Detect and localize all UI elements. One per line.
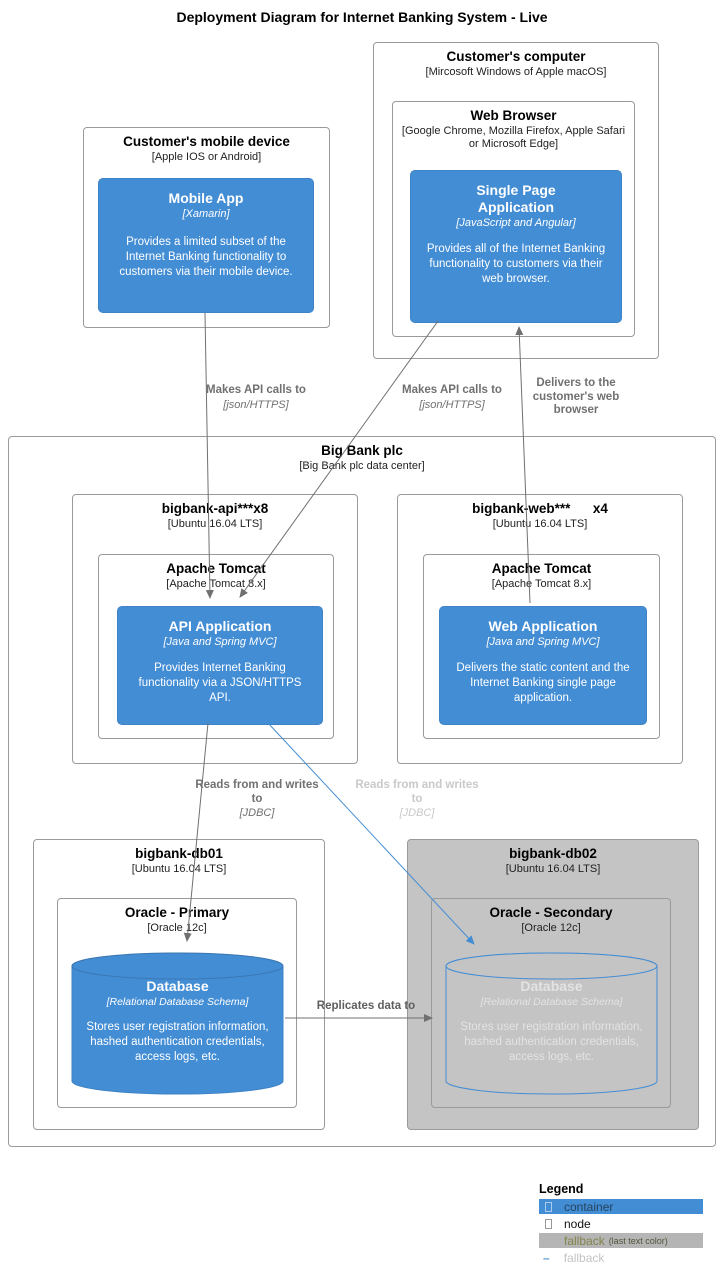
node-subtitle: [Big Bank plc data center] [299,459,425,472]
relationship-technology: [json/HTTPS] [223,398,289,411]
node-subtitle: [Oracle 12c] [147,921,207,934]
node-instance-count: x4 [592,501,608,516]
dash-line-icon: – [543,1250,550,1265]
node-title: Apache Tomcat [491,561,592,576]
node-subtitle: [Ubuntu 16.04 LTS] [167,517,263,530]
node-title: bigbank-db01 [135,846,223,861]
box-glyph-icon [545,1201,552,1212]
node-title: Oracle - Primary [124,905,230,920]
relationship-label-web-to-spa: Delivers to the customer's web browser [517,377,635,418]
container-description: Stores user registration information, ha… [86,1020,269,1063]
container-technology: [JavaScript and Angular] [456,216,576,229]
node-bigbank-web: bigbank-web*** x4 [Ubuntu 16.04 LTS] Apa… [397,494,683,764]
relationship-text: Makes API calls to [206,384,306,396]
container-description: Provides all of the Internet Banking fun… [426,242,606,286]
legend-item-node: node [539,1216,703,1231]
relationship-text: Reads from and writes to [355,779,479,805]
container-web-application: Web Application [Java and Spring MVC] De… [439,606,647,725]
node-bigbank-db01: bigbank-db01 [Ubuntu 16.04 LTS] Oracle -… [33,839,325,1130]
container-description: Provides Internet Banking functionality … [138,661,302,705]
relationship-technology: [json/HTTPS] [419,398,485,411]
relationship-text: Delivers to the customer's web browser [532,377,620,417]
container-title: Web Application [488,618,598,634]
node-customers-computer: Customer's computer [Mircosoft Windows o… [373,42,659,359]
container-technology: [Java and Spring MVC] [163,635,277,648]
container-description: Provides a limited subset of the Interne… [119,235,293,279]
container-technology: [Xamarin] [182,207,230,220]
node-title: bigbank-db02 [509,846,597,861]
container-single-page-application: Single Page Application [JavaScript and … [410,170,622,323]
box-glyph-icon [545,1218,552,1229]
relationship-technology: [JDBC] [399,807,435,820]
node-customers-mobile-device: Customer's mobile device [Apple IOS or A… [83,127,330,328]
node-title: bigbank-api***x8 [161,501,269,516]
container-title: Database [146,978,209,994]
relationship-text: Makes API calls to [402,384,502,396]
node-subtitle: [Mircosoft Windows of Apple macOS] [425,65,607,78]
node-subtitle: [Google Chrome, Mozilla Firefox, Apple S… [401,124,626,151]
container-api-application: API Application [Java and Spring MVC] Pr… [117,606,323,725]
node-subtitle: [Apache Tomcat 8.x] [166,577,266,590]
container-mobile-app: Mobile App [Xamarin] Provides a limited … [98,178,314,313]
node-apache-tomcat-api: Apache Tomcat [Apache Tomcat 8.x] API Ap… [98,554,334,739]
node-bigbank-api: bigbank-api***x8 [Ubuntu 16.04 LTS] Apac… [72,494,358,764]
relationship-text: Replicates data to [316,1000,416,1012]
legend-item-container: container [539,1199,703,1214]
node-title: Web Browser [470,108,557,123]
cylinder-shape-icon [71,952,284,1095]
relationship-technology: [JDBC] [239,807,275,820]
database-text: Database [Relational Database Schema] St… [445,952,658,1065]
node-subtitle: [Ubuntu 16.04 LTS] [131,862,227,875]
node-title: Apache Tomcat [166,561,266,576]
node-subtitle: [Ubuntu 16.04 LTS] [505,862,601,875]
container-description: Stores user registration information, ha… [460,1020,643,1063]
node-subtitle: [Apache Tomcat 8.x] [491,577,592,590]
container-description: Delivers the static content and the Inte… [456,661,630,705]
legend-container-swatch [539,1199,703,1214]
node-subtitle: [Ubuntu 16.04 LTS] [492,517,588,530]
container-title: Database [520,978,583,994]
cylinder-shape-icon [445,952,658,1095]
container-title: Single Page Application [476,182,556,215]
legend-item-label: node [564,1216,591,1231]
legend-item-fallback-line: – fallback [539,1250,703,1265]
container-title: Mobile App [168,190,244,206]
node-apache-tomcat-web: Apache Tomcat [Apache Tomcat 8.x] Web Ap… [423,554,660,739]
node-title: Big Bank plc [321,443,403,458]
container-technology: [Relational Database Schema] [106,995,249,1008]
legend-item-fallback-bar: fallback (last text color) [539,1233,703,1248]
relationship-label-db1-to-db2: Replicates data to [300,1000,432,1014]
node-subtitle: [Apple IOS or Android] [151,150,262,163]
relationship-label-api-to-db2: Reads from and writes to [JDBC] [352,779,482,820]
node-title-text: bigbank-web*** [472,501,571,516]
relationship-text: Reads from and writes to [195,779,319,805]
node-title: Oracle - Secondary [489,905,613,920]
legend-title: Legend [539,1182,584,1196]
database-cylinder-secondary: Database [Relational Database Schema] St… [445,952,658,1095]
container-technology: [Relational Database Schema] [480,995,623,1008]
node-subtitle: [Oracle 12c] [521,921,581,934]
node-oracle-secondary: Oracle - Secondary [Oracle 12c] Database… [431,898,671,1108]
diagram-title: Deployment Diagram for Internet Banking … [176,9,548,25]
node-title: bigbank-web*** x4 [398,501,682,517]
node-title: Customer's mobile device [123,134,290,149]
database-text: Database [Relational Database Schema] St… [71,952,284,1065]
legend-item-label: fallback [563,1250,605,1265]
node-web-browser: Web Browser [Google Chrome, Mozilla Fire… [392,101,635,337]
legend-fallback-swatch [539,1233,703,1248]
legend: Legend container node fallback (last tex… [539,1182,703,1267]
node-bigbank-db02: bigbank-db02 [Ubuntu 16.04 LTS] Oracle -… [407,839,699,1130]
container-title: API Application [168,618,272,634]
node-oracle-primary: Oracle - Primary [Oracle 12c] Database [… [57,898,297,1108]
node-title: Customer's computer [446,49,586,64]
database-cylinder-primary: Database [Relational Database Schema] St… [71,952,284,1095]
legend-item-note: (last text color) [608,1235,668,1246]
relationship-label-api-to-db1: Reads from and writes to [JDBC] [192,779,322,820]
legend-item-label: fallback [564,1233,605,1248]
relationship-label-mobile-to-api: Makes API calls to [json/HTTPS] [186,384,326,412]
legend-item-label: container [564,1199,614,1214]
relationship-label-spa-to-api: Makes API calls to [json/HTTPS] [382,384,522,412]
container-technology: [Java and Spring MVC] [486,635,600,648]
